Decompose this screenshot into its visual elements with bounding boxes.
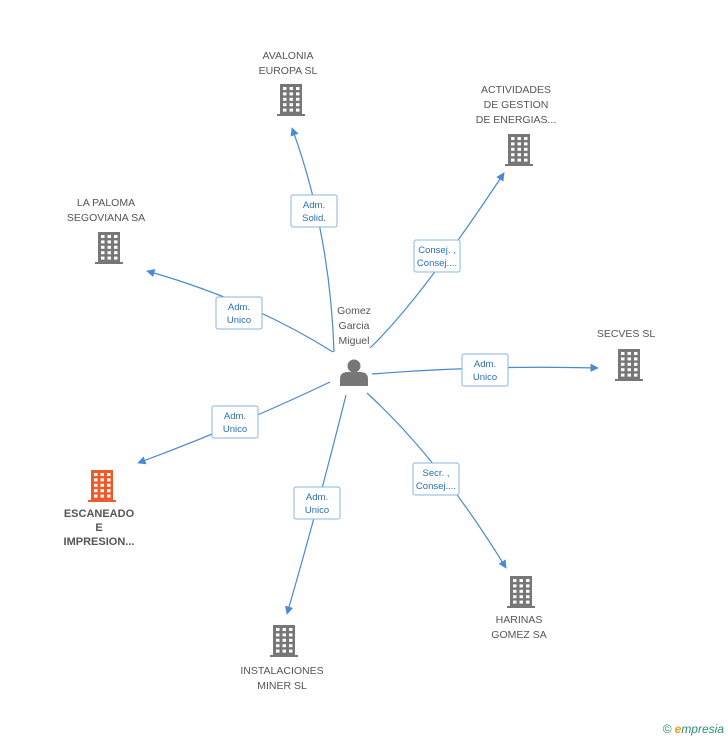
building-icon[interactable] bbox=[270, 625, 298, 657]
building-icon[interactable] bbox=[95, 232, 123, 264]
svg-text:Secr. ,Consej....: Secr. ,Consej.... bbox=[416, 468, 456, 492]
edge-actividades bbox=[369, 172, 505, 349]
relation-label-actividades[interactable]: Consej. ,Consej.... bbox=[413, 239, 461, 273]
svg-text:Consej. ,Consej....: Consej. ,Consej.... bbox=[417, 245, 457, 269]
building-icon[interactable] bbox=[505, 134, 533, 166]
brand-name: mpresia bbox=[681, 722, 724, 736]
svg-text:Adm.Unico: Adm.Unico bbox=[473, 359, 497, 383]
relation-label-la-paloma[interactable]: Adm.Unico bbox=[215, 296, 263, 330]
building-icon[interactable] bbox=[507, 576, 535, 608]
brand-initial: e bbox=[674, 722, 682, 736]
company-label-secves: SECVES SL bbox=[597, 328, 656, 340]
svg-text:Adm.Unico: Adm.Unico bbox=[305, 492, 329, 516]
svg-text:Adm.Unico: Adm.Unico bbox=[227, 302, 251, 326]
edge-avalonia bbox=[290, 127, 335, 353]
relation-label-secves[interactable]: Adm.Unico bbox=[461, 353, 509, 387]
copyright-symbol: © bbox=[662, 722, 672, 736]
brand-credit[interactable]: ©empresia bbox=[663, 722, 724, 736]
building-icon[interactable] bbox=[615, 349, 643, 381]
building-icon[interactable] bbox=[277, 84, 305, 116]
relation-label-avalonia[interactable]: Adm.Solid. bbox=[290, 194, 338, 228]
relation-label-harinas[interactable]: Secr. ,Consej.... bbox=[412, 462, 460, 496]
relation-label-escaneado[interactable]: Adm.Unico bbox=[211, 405, 259, 439]
svg-text:Adm.Solid.: Adm.Solid. bbox=[302, 200, 326, 224]
relation-label-instalaciones[interactable]: Adm.Unico bbox=[293, 486, 341, 520]
svg-text:Adm.Unico: Adm.Unico bbox=[223, 411, 247, 435]
person-icon[interactable] bbox=[340, 359, 368, 387]
edge-layer: Adm.Solid.Consej. ,Consej....Adm.UnicoAd… bbox=[137, 127, 599, 615]
building-icon[interactable] bbox=[88, 470, 116, 502]
